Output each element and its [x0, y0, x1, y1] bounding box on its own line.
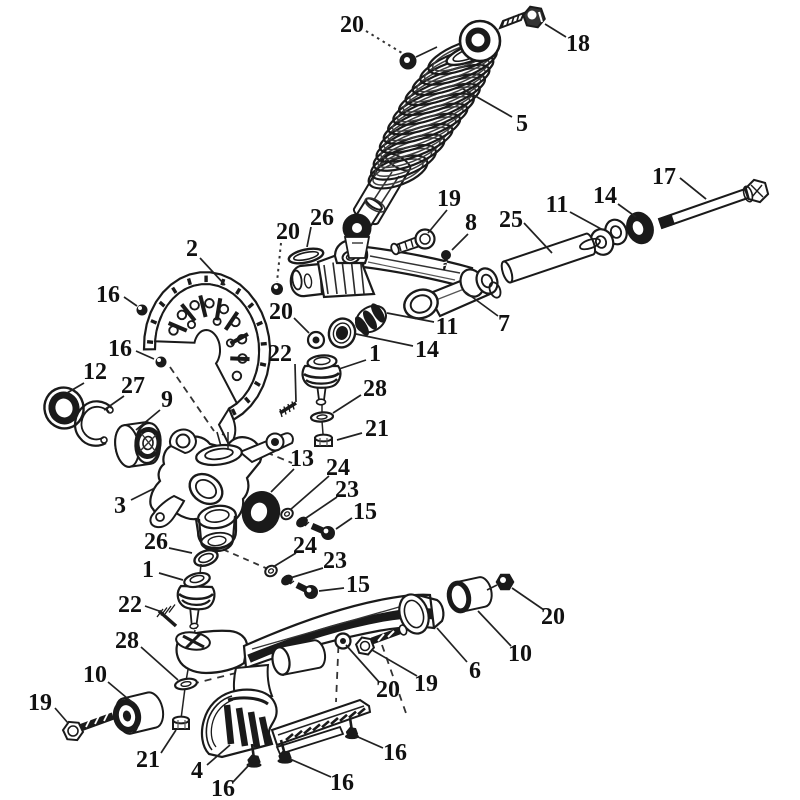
svg-text:23: 23	[323, 548, 347, 574]
svg-text:5: 5	[516, 111, 528, 137]
svg-text:19: 19	[414, 671, 438, 697]
svg-text:16: 16	[330, 770, 354, 796]
svg-text:2: 2	[186, 236, 198, 262]
svg-text:11: 11	[436, 314, 459, 340]
svg-text:20: 20	[376, 677, 400, 703]
svg-text:28: 28	[115, 628, 139, 654]
svg-text:16: 16	[108, 336, 132, 362]
svg-text:20: 20	[276, 219, 300, 245]
svg-text:12: 12	[83, 359, 107, 385]
svg-text:1: 1	[369, 341, 381, 367]
svg-text:20: 20	[269, 299, 293, 325]
svg-text:24: 24	[293, 533, 317, 559]
svg-text:8: 8	[465, 210, 477, 236]
svg-text:9: 9	[161, 387, 173, 413]
svg-text:20: 20	[340, 12, 364, 38]
svg-text:4: 4	[191, 758, 203, 784]
svg-text:16: 16	[96, 282, 120, 308]
svg-text:3: 3	[114, 493, 126, 519]
svg-text:17: 17	[652, 164, 676, 190]
svg-text:19: 19	[437, 186, 461, 212]
svg-text:10: 10	[508, 641, 532, 667]
svg-text:14: 14	[415, 337, 439, 363]
svg-text:27: 27	[121, 373, 145, 399]
svg-text:15: 15	[346, 572, 370, 598]
svg-text:19: 19	[28, 690, 52, 716]
svg-text:16: 16	[211, 776, 235, 800]
svg-text:18: 18	[566, 31, 590, 57]
svg-text:28: 28	[363, 376, 387, 402]
svg-text:22: 22	[118, 592, 142, 618]
svg-text:20: 20	[541, 604, 565, 630]
svg-text:23: 23	[335, 477, 359, 503]
svg-text:25: 25	[499, 207, 523, 233]
svg-text:26: 26	[144, 529, 168, 555]
svg-text:26: 26	[310, 205, 334, 231]
svg-text:10: 10	[83, 662, 107, 688]
svg-text:6: 6	[469, 658, 481, 684]
svg-text:21: 21	[365, 416, 389, 442]
svg-text:11: 11	[546, 192, 569, 218]
svg-text:15: 15	[353, 499, 377, 525]
svg-text:14: 14	[593, 183, 617, 209]
svg-text:21: 21	[136, 747, 160, 773]
svg-text:22: 22	[268, 341, 292, 367]
svg-text:7: 7	[498, 311, 510, 337]
svg-text:13: 13	[290, 446, 314, 472]
svg-text:1: 1	[142, 557, 154, 583]
svg-text:16: 16	[383, 740, 407, 766]
svg-text:24: 24	[326, 455, 350, 481]
